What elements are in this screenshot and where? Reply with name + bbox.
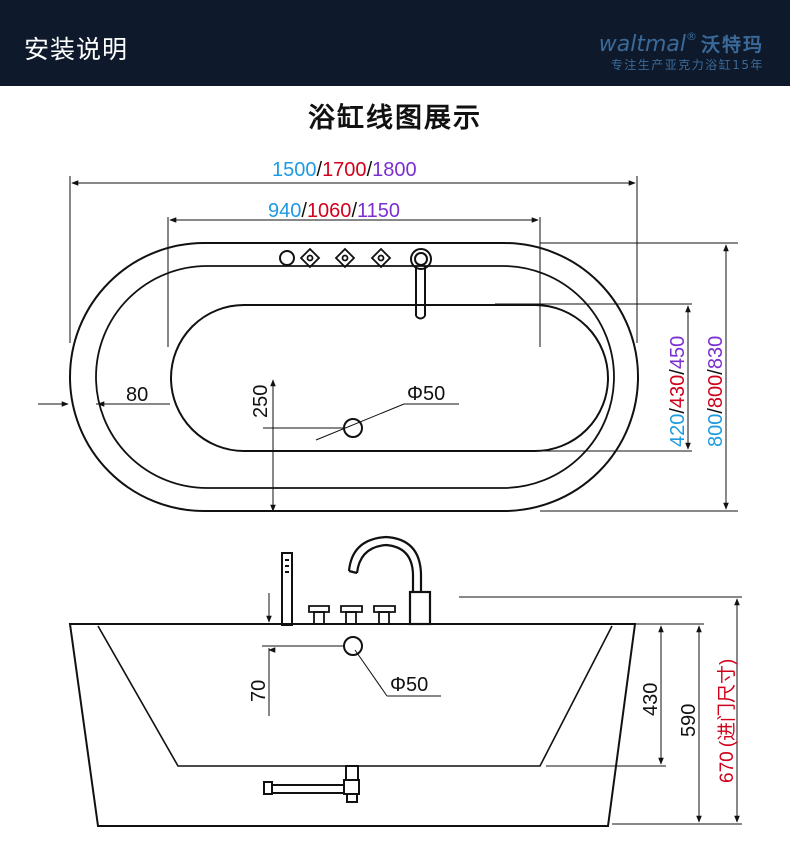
length-1500: 1500 (272, 159, 317, 181)
inner-length-1150: 1150 (357, 200, 400, 222)
brand-name-en: waltmal (598, 32, 686, 57)
brand-logo: waltmal®沃特玛 (599, 30, 764, 57)
tub-rim-line (95, 265, 615, 489)
spout-side-icon (347, 535, 432, 626)
handshower-icon (281, 552, 293, 626)
length-1800: 1800 (372, 159, 417, 181)
overflow-offset-label: 70 (248, 680, 270, 702)
inner-depth-label: 430 (640, 683, 662, 716)
length-1700: 1700 (322, 159, 367, 181)
spout-top-icon (410, 248, 432, 320)
drain-offset-label: 250 (250, 385, 272, 418)
tub-outer-outline (69, 242, 639, 512)
overflow-icon (343, 636, 363, 656)
rim-height-label: 590 (678, 704, 700, 737)
cross-valve-icon (299, 247, 392, 269)
length-dimension-label: 1500/1700/1800 (272, 159, 417, 181)
brand-name-cn: 沃特玛 (700, 34, 764, 56)
header-title: 安装说明 (24, 35, 129, 64)
outer-width-800a: 800 (705, 414, 727, 447)
tub-side-basin-line (97, 625, 613, 767)
door-note: (进门尺寸) (716, 659, 738, 748)
inner-length-dimension-label: 940/1060/1150 (268, 200, 400, 222)
inner-length-940: 940 (268, 200, 301, 222)
inner-width-420: 420 (667, 414, 689, 447)
total-height-value: 670 (717, 751, 738, 783)
inner-width-dimension-label: 420/430/450 (667, 336, 689, 447)
inner-length-1060: 1060 (307, 200, 352, 222)
brand-slogan: 专注生产亚克力浴缸15年 (610, 58, 764, 72)
brand-registered-mark: ® (685, 30, 697, 43)
outer-width-800b: 800 (705, 375, 727, 408)
overflow-diameter-label: Φ50 (390, 674, 428, 696)
tub-side-outline (68, 623, 637, 827)
inner-width-450: 450 (667, 336, 689, 369)
handshower-holder-icon (279, 250, 295, 266)
valve-side-icon (308, 605, 396, 625)
section-title: 浴缸线图展示 (308, 103, 482, 134)
header-bar: 安装说明 waltmal®沃特玛 专注生产亚克力浴缸15年 (0, 0, 790, 86)
tub-basin-outline (170, 304, 609, 452)
total-height-label: 670 (进门尺寸) (716, 659, 738, 783)
inner-width-430: 430 (667, 375, 689, 408)
drain-icon (343, 418, 363, 438)
drain-diameter-label: Φ50 (407, 383, 445, 405)
rim-width-label: 80 (126, 384, 148, 406)
drain-assembly-icon (263, 765, 360, 803)
outer-width-dimension-label: 800/800/830 (705, 336, 727, 447)
outer-width-830: 830 (705, 336, 727, 369)
